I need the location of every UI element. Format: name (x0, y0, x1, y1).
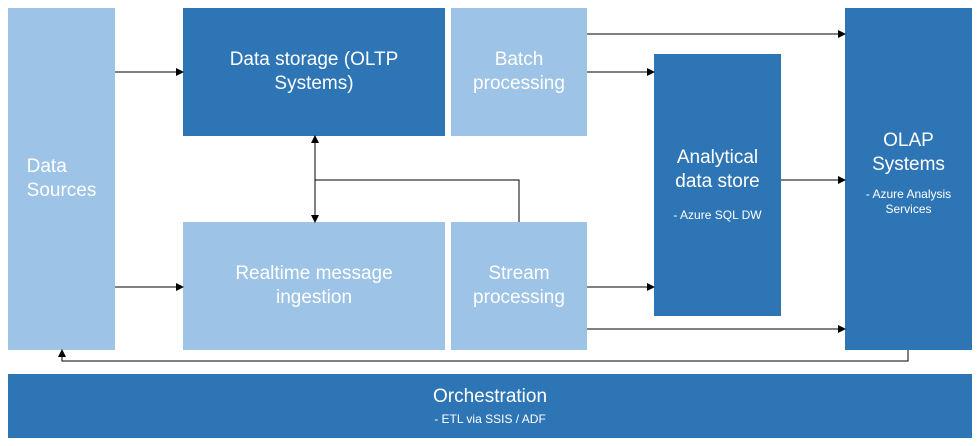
analytical-store-subtitle: - Azure SQL DW (673, 208, 762, 222)
data-sources-box: Data Sources (8, 8, 115, 350)
data-storage-label: Data storage (OLTP Systems) (229, 49, 399, 94)
realtime-ingestion-box: Realtime message ingestion (183, 222, 445, 350)
orchestration-bar: Orchestration - ETL via SSIS / ADF (8, 374, 972, 438)
olap-systems-subtitle: - Azure Analysis Services (865, 187, 952, 216)
data-storage-box: Data storage (OLTP Systems) (183, 8, 445, 136)
data-sources-label: Data Sources (26, 156, 97, 201)
batch-processing-label: Batch processing (473, 49, 565, 94)
line-stream-to-storage-link (315, 179, 520, 222)
stream-processing-label: Stream processing (473, 263, 565, 308)
arrow-olap-to-sources-feedback (58, 349, 909, 362)
stream-processing-box: Stream processing (451, 222, 587, 350)
orchestration-label: Orchestration (432, 386, 548, 407)
analytical-store-label: Analytical data store (675, 147, 760, 192)
realtime-ingestion-label: Realtime message ingestion (235, 263, 393, 308)
orchestration-subtitle: - ETL via SSIS / ADF (434, 412, 546, 426)
analytical-store-box: Analytical data store - Azure SQL DW (654, 54, 781, 316)
olap-systems-box: OLAP Systems - Azure Analysis Services (845, 8, 972, 350)
olap-systems-label: OLAP Systems (872, 130, 945, 175)
batch-processing-box: Batch processing (451, 8, 587, 136)
